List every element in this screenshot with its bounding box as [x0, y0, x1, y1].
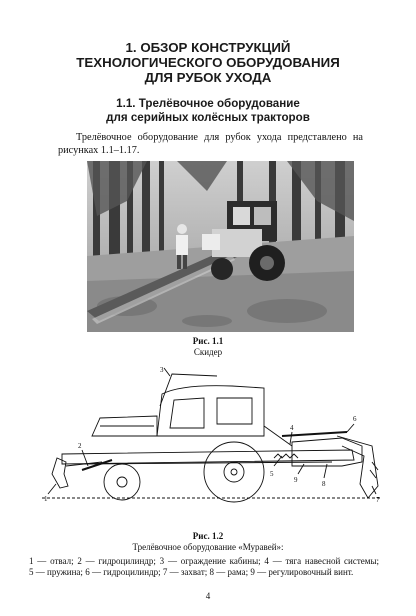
figure-2-number: Рис. 1.2 — [192, 531, 224, 541]
legend-item: 5 — пружина; — [29, 567, 83, 577]
chapter-title-line-3: ДЛЯ РУБОК УХОДА — [144, 70, 272, 85]
figure-2-legend: 1 — отвал; 2 — гидроцилиндр; 3 — огражде… — [29, 556, 379, 578]
chapter-title-line-2: ТЕХНОЛОГИЧЕСКОГО ОБОРУДОВАНИЯ — [76, 55, 340, 70]
legend-item: 6 — гидроцилиндр; — [85, 567, 161, 577]
legend-item: 7 — захват; — [162, 567, 208, 577]
section-title: 1.1. Трелёвочное оборудование для серийн… — [0, 97, 416, 125]
legend-item: 8 — рама; — [209, 567, 249, 577]
page-number: 4 — [205, 591, 211, 601]
callout-1: 1 — [44, 495, 48, 503]
figure-2-caption: Рис. 1.2 Трелёвочное оборудование «Мурав… — [0, 531, 416, 553]
chapter-title: 1. ОБЗОР КОНСТРУКЦИЙ ТЕХНОЛОГИЧЕСКОГО ОБ… — [0, 40, 416, 85]
chapter-title-line-1: 1. ОБЗОР КОНСТРУКЦИЙ — [125, 40, 291, 55]
callout-4: 4 — [290, 424, 294, 432]
callout-6: 6 — [353, 415, 357, 423]
legend-item: 3 — ограждение кабины; — [159, 556, 261, 566]
skidder-photo — [87, 161, 354, 332]
legend-item: 4 — тяга навесной системы; — [264, 556, 380, 566]
muravei-drawing: 1 2 3 4 5 6 7 8 9 — [42, 366, 382, 504]
section-title-line-2: для серийных колёсных тракторов — [106, 111, 310, 124]
callout-2: 2 — [78, 442, 82, 450]
callout-8: 8 — [322, 480, 326, 488]
figure-1-caption: Рис. 1.1 Скидер — [0, 336, 416, 358]
figure-1-title: Скидер — [193, 347, 223, 357]
intro-paragraph: Трелёвочное оборудование для рубок ухода… — [58, 131, 363, 157]
callout-7: 7 — [376, 496, 380, 504]
callout-9: 9 — [294, 476, 298, 484]
callout-5: 5 — [270, 470, 274, 478]
figure-1-number: Рис. 1.1 — [192, 336, 224, 346]
legend-item: 2 — гидроцилиндр; — [77, 556, 156, 566]
legend-item: 1 — отвал; — [29, 556, 74, 566]
callout-3: 3 — [160, 366, 164, 374]
section-title-line-1: 1.1. Трелёвочное оборудование — [116, 97, 300, 110]
legend-item: 9 — регулировочный винт. — [250, 567, 354, 577]
figure-2-title: Трелёвочное оборудование «Муравей»: — [132, 542, 284, 552]
intro-text: Трелёвочное оборудование для рубок ухода… — [58, 132, 363, 156]
